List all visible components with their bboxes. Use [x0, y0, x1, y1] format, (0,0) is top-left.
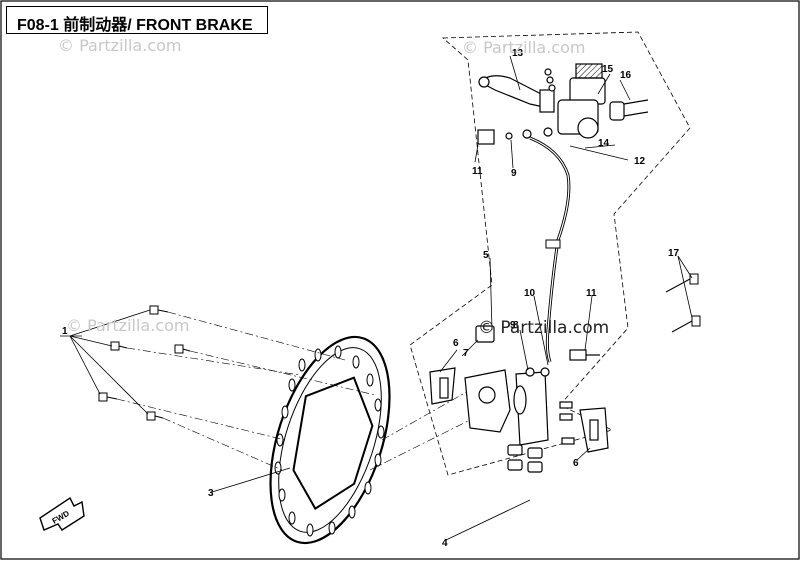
callout-11a: 11 [472, 166, 483, 177]
callout-17: 17 [668, 248, 680, 259]
callout-15: 15 [602, 64, 614, 75]
callout-4: 4 [442, 538, 448, 549]
callout-labels: 1 3 4 5 6 6 7 8 9 9 10 11 11 12 13 14 15… [62, 48, 680, 549]
callout-10: 10 [524, 288, 536, 299]
callout-7: 7 [463, 348, 469, 359]
callout-6a: 6 [453, 338, 459, 349]
callout-13: 13 [512, 48, 524, 59]
fwd-arrow-icon: FWD [39, 496, 85, 531]
page-title: F08-1 前制动器/ FRONT BRAKE [17, 17, 253, 34]
brake-disc [269, 335, 391, 545]
callout-6b: 6 [573, 458, 579, 469]
brake-caliper [429, 325, 609, 473]
callout-11b: 11 [586, 288, 597, 299]
callout-14: 14 [598, 138, 610, 149]
leader-1 [60, 309, 151, 415]
title-box: F08-1 前制动器/ FRONT BRAKE [6, 6, 268, 34]
callout-9b: 9 [510, 320, 516, 331]
callout-16: 16 [620, 70, 632, 81]
watermark-top-left: © Partzilla.com [58, 36, 182, 55]
callout-3: 3 [208, 488, 214, 499]
watermark-mid-left: © Partzilla.com [66, 316, 190, 335]
watermark-top-right: © Partzilla.com [462, 38, 586, 57]
alignment-lines [116, 311, 471, 471]
caliper-bolts [665, 273, 701, 333]
callout-leaders [211, 55, 693, 541]
callout-1: 1 [62, 326, 68, 337]
callout-12: 12 [634, 156, 646, 167]
callout-5: 5 [483, 250, 489, 261]
watermark-center: © Partzilla.com [478, 318, 610, 338]
callout-9a: 9 [511, 168, 517, 179]
master-cylinder [477, 63, 649, 145]
callout-8: 8 [513, 320, 519, 331]
